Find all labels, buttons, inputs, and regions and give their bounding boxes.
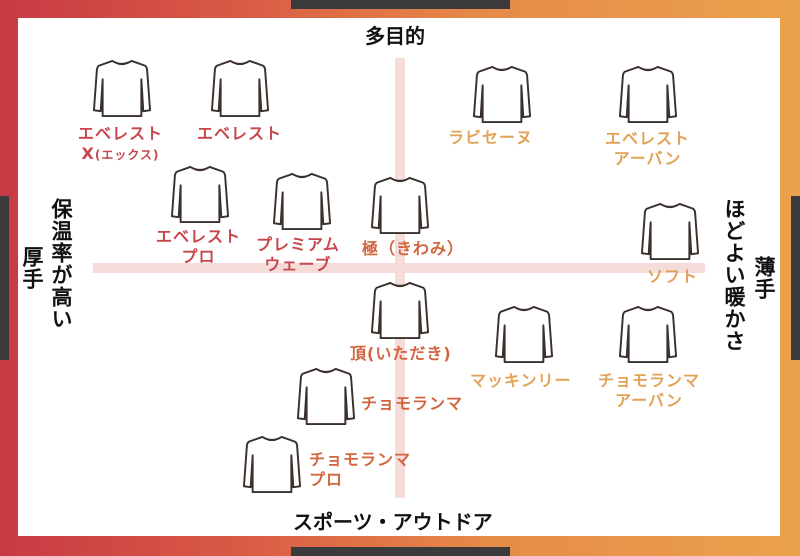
right-dark-bar xyxy=(791,196,800,360)
long-sleeve-shirt-icon xyxy=(170,164,230,224)
product-label-line2: ウェーブ xyxy=(264,255,332,274)
long-sleeve-shirt-icon xyxy=(618,304,678,364)
axis-label-right-outer: 薄手 xyxy=(752,256,776,300)
product-label: プレミアム xyxy=(256,235,340,254)
product-label-line2: プロ xyxy=(181,247,216,266)
axis-label-right-inner: ほどよい暖かさ xyxy=(722,198,746,352)
long-sleeve-shirt-icon xyxy=(210,58,270,118)
product-label: 極（きわみ） xyxy=(362,239,465,258)
top-dark-bar xyxy=(291,0,510,9)
vertical-axis xyxy=(395,58,405,498)
long-sleeve-shirt-icon xyxy=(242,434,302,494)
product-label-line2: アーバン xyxy=(613,149,682,168)
product-label: ラビセーヌ xyxy=(448,128,534,147)
long-sleeve-shirt-icon xyxy=(370,175,430,235)
long-sleeve-shirt-icon xyxy=(370,280,430,340)
axis-label-left-inner: 保温率が高い xyxy=(49,198,73,330)
product-label: エベレスト xyxy=(156,227,242,246)
long-sleeve-shirt-icon xyxy=(494,304,554,364)
product-label: 頂(いただき) xyxy=(350,344,452,363)
product-label: エベレスト xyxy=(605,129,691,148)
product-label: マッキンリー xyxy=(470,371,572,390)
product-label-x: X xyxy=(81,144,95,163)
long-sleeve-shirt-icon xyxy=(272,171,332,231)
long-sleeve-shirt-icon xyxy=(296,366,356,426)
horizontal-axis xyxy=(93,263,705,273)
product-label: チョモランマ xyxy=(309,450,412,469)
long-sleeve-shirt-icon xyxy=(92,58,152,118)
product-label: チョモランマ xyxy=(361,394,464,413)
product-label: エベレスト xyxy=(197,124,283,143)
product-label: チョモランマ xyxy=(598,371,701,390)
bottom-dark-bar xyxy=(291,547,510,556)
product-label-x-reading: (エックス) xyxy=(94,148,160,162)
long-sleeve-shirt-icon xyxy=(640,201,700,261)
axis-label-top: 多目的 xyxy=(365,24,425,48)
axis-label-left-outer: 厚手 xyxy=(20,246,44,290)
axis-label-bottom: スポーツ・アウトドア xyxy=(293,510,493,534)
product-label: ソフト xyxy=(647,267,699,286)
product-label-line2: アーバン xyxy=(615,391,683,410)
left-dark-bar xyxy=(0,196,9,360)
long-sleeve-shirt-icon xyxy=(472,64,532,124)
long-sleeve-shirt-icon xyxy=(618,64,678,124)
product-label-line2: プロ xyxy=(309,470,344,489)
product-label: エベレスト xyxy=(78,124,164,143)
